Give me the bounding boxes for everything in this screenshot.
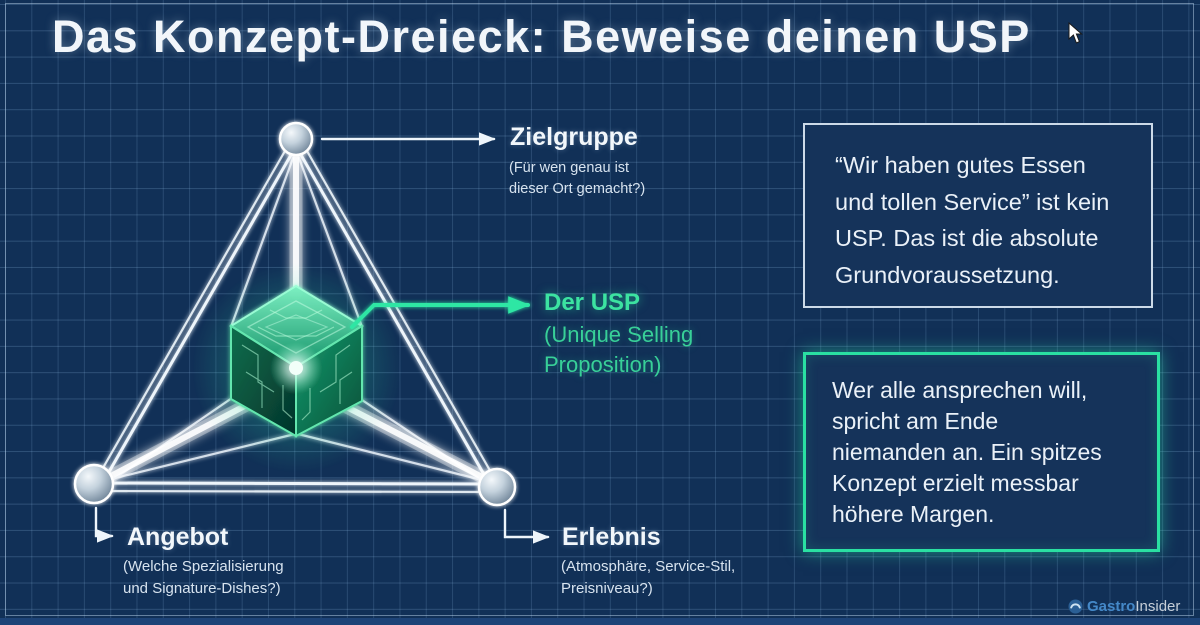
usp-arrow xyxy=(350,296,531,329)
zielgruppe-subtitle: (Für wen genau ist dieser Ort gemacht?) xyxy=(509,160,646,197)
mouse-cursor xyxy=(1068,21,1086,51)
page-title: Das Konzept-Dreieck: Beweise deinen USP xyxy=(52,11,1031,62)
vertex-erlebnis xyxy=(477,467,517,507)
logo-text-secondary: Insider xyxy=(1135,597,1181,615)
bottom-accent-bar xyxy=(0,618,1200,625)
vertex-nodes xyxy=(73,121,517,507)
angebot-arrow xyxy=(94,506,114,543)
angebot-subtitle: (Welche Spezialisierung und Signature-Di… xyxy=(123,558,284,597)
erlebnis-subtitle: (Atmosphäre, Service-Stil, Preisniveau?) xyxy=(561,558,736,597)
usp-label: Der USP xyxy=(544,289,641,316)
logo-text-primary: Gastro xyxy=(1087,597,1136,615)
usp-cube xyxy=(229,284,364,438)
usp-subtitle: (Unique Selling Proposition) xyxy=(544,322,694,377)
erlebnis-label: Erlebnis xyxy=(562,523,661,551)
warning-box: Wer alle ansprechen will, spricht am End… xyxy=(803,352,1160,552)
erlebnis-arrow xyxy=(503,508,550,544)
zielgruppe-label: Zielgruppe xyxy=(510,123,638,151)
vertex-angebot xyxy=(73,463,115,505)
gauge-icon xyxy=(1068,599,1083,614)
quote-box: “Wir haben gutes Essen und tollen Servic… xyxy=(803,123,1153,308)
vertex-zielgruppe xyxy=(278,121,314,157)
triangle-edges xyxy=(90,135,502,494)
angebot-label: Angebot xyxy=(127,523,229,551)
callout-connectors xyxy=(94,132,550,544)
